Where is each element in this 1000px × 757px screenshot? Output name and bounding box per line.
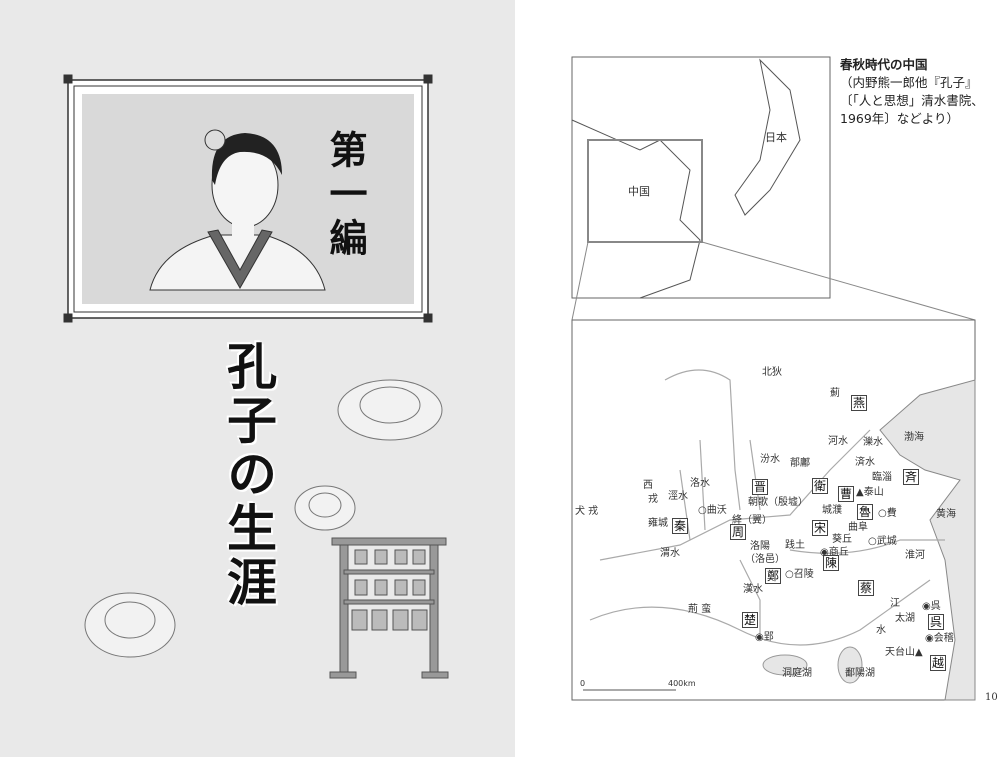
place-label: ◉商丘 [820, 547, 849, 558]
place-label: 洞庭湖 [782, 668, 812, 679]
place-label: 朝歌（殷墟） [748, 497, 808, 508]
place-label: 淮河 [905, 550, 925, 561]
place-label: 漢水 [743, 584, 763, 595]
place-label: 濼水 [863, 437, 883, 448]
state-label: 宋 [812, 520, 829, 536]
place-label: 洛水 [690, 478, 710, 489]
left-page [0, 0, 515, 757]
place-label: 絳（翼） [732, 515, 772, 526]
place-label: 河水 [828, 436, 848, 447]
place-label: 臨淄 [872, 472, 892, 483]
caption-line: 1969年〕などより） [840, 111, 960, 126]
place-label: 城濮 [822, 505, 842, 516]
state-label: 陳 [823, 555, 840, 571]
state-label: 周 [730, 524, 747, 540]
place-label: ▲泰山 [856, 487, 884, 498]
place-label: 践土 [785, 540, 805, 551]
place-label: 涇水 [668, 491, 688, 502]
place-label: 北狄 [762, 367, 782, 378]
place-label: 汾水 [760, 454, 780, 465]
state-label: 衛 [812, 478, 829, 494]
place-label: 洛陽 [750, 541, 770, 552]
place-label: ◉呉 [922, 601, 941, 612]
state-label: 魯 [857, 504, 874, 520]
china-coast [571, 119, 701, 299]
inset-highlight [587, 139, 703, 243]
caption-title: 春秋時代の中国 [840, 57, 928, 72]
japan-outline [734, 58, 801, 216]
state-label: 秦 [672, 518, 689, 534]
place-label: 太湖 [895, 613, 915, 624]
state-label: 呉 [928, 614, 945, 630]
place-label: ○召陵 [785, 569, 814, 580]
chapter-illustration [63, 74, 449, 679]
state-label: 燕 [851, 395, 868, 411]
bell-rack [329, 537, 449, 679]
place-label: ○武城 [868, 536, 897, 547]
place-label: 犬 戎 [575, 506, 599, 517]
place-label: 済水 [855, 457, 875, 468]
scale-zero: 0 [580, 679, 586, 688]
caption-line: 〔「人と思想」清水書院、 [840, 93, 984, 108]
chrysanthemum [84, 379, 443, 658]
state-label: 斉 [903, 469, 920, 485]
place-label: 渤海 [904, 432, 924, 443]
place-label: （洛邑） [745, 554, 785, 565]
place-label: ◉会稽 [925, 633, 954, 644]
place-label: 西 [643, 480, 653, 491]
place-label: 黄海 [936, 509, 956, 520]
place-label: ○曲沃 [698, 505, 727, 516]
place-label: 雍城 [648, 518, 668, 529]
place-label: 戎 [648, 494, 658, 505]
place-label: 江 [890, 598, 900, 609]
part-label: 第一編 [323, 130, 368, 262]
place-label: 葵丘 [832, 534, 852, 545]
page-number: 10 [985, 692, 998, 703]
confucius-portrait [149, 129, 326, 291]
main-map-frame [571, 319, 976, 701]
inset-label-japan: 日本 [765, 131, 787, 144]
scale-max: 400km [668, 679, 696, 688]
chapter-title: 孔子の生涯 [219, 340, 278, 610]
place-label: ○費 [878, 508, 897, 519]
place-label: 水 [876, 625, 886, 636]
caption-line: （内野熊一郎他『孔子』 [840, 75, 978, 90]
place-label: 荊 蛮 [688, 604, 712, 615]
place-label: 天台山▲ [885, 647, 923, 658]
state-label: 曹 [838, 486, 855, 502]
inset-label-china: 中国 [628, 185, 650, 198]
rivers [589, 369, 945, 646]
place-label: 鄱陽湖 [845, 668, 875, 679]
place-label: 鄁鄘 [790, 458, 810, 469]
state-label: 晋 [752, 479, 769, 495]
state-label: 鄭 [765, 568, 782, 584]
state-label: 越 [930, 655, 947, 671]
place-label: 渭水 [660, 548, 680, 559]
state-label: 蔡 [858, 580, 875, 596]
map-caption: 春秋時代の中国 （内野熊一郎他『孔子』 〔「人と思想」清水書院、 1969年〕な… [840, 56, 984, 128]
place-label: 薊 [830, 388, 840, 399]
sea [879, 379, 976, 701]
state-label: 楚 [742, 612, 759, 628]
place-label: ◉郢 [755, 632, 774, 643]
place-label: 曲阜 [848, 522, 868, 533]
